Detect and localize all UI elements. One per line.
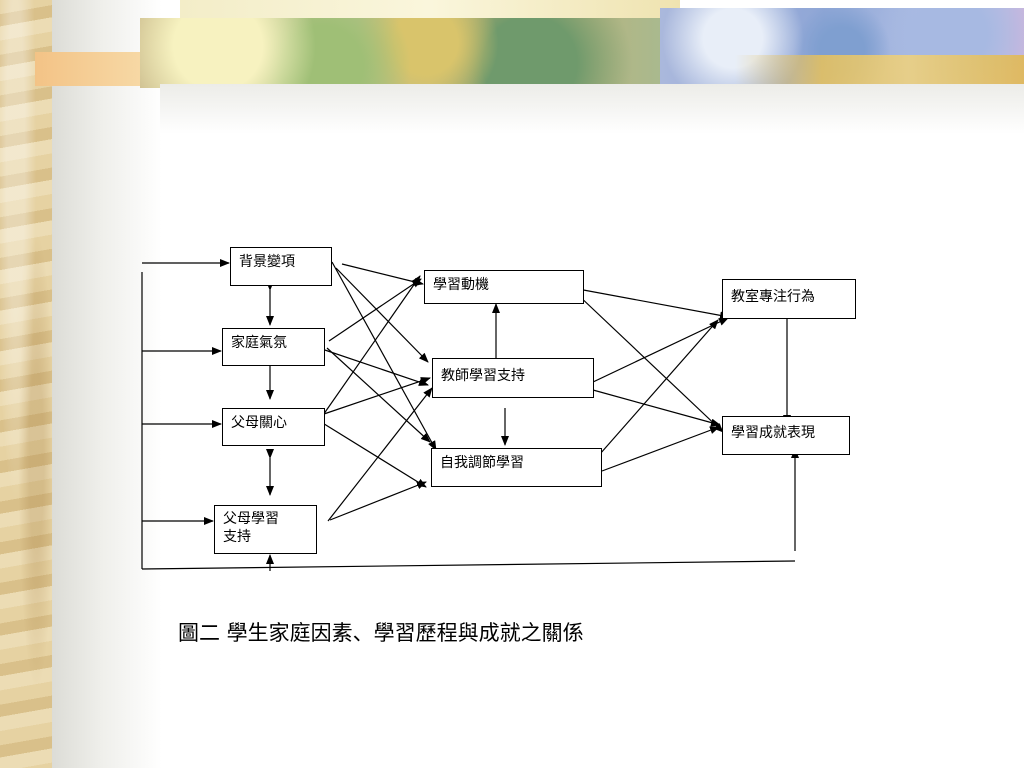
node-parental-care: 父母關心 [222,408,325,446]
node-parental-learning-support: 父母學習 支持 [214,505,317,554]
node-classroom-attention: 教室專注行為 [722,279,856,319]
node-learning-achievement: 學習成就表現 [722,416,850,455]
left-shadow [52,0,162,768]
figure-caption: 圖二 學生家庭因素、學習歷程與成就之關係 [178,621,584,645]
banner-shadow [160,84,1024,134]
node-background-variables: 背景變項 [230,247,332,286]
node-teacher-learning-support: 教師學習支持 [432,358,594,398]
node-self-regulated-learning: 自我調節學習 [431,448,602,487]
top-decorative-banner [35,0,1024,88]
left-texture-strip [0,0,52,768]
bracket-bottom [141,560,796,570]
node-family-climate: 家庭氣氛 [222,328,325,366]
node-learning-motivation: 學習動機 [424,270,584,304]
